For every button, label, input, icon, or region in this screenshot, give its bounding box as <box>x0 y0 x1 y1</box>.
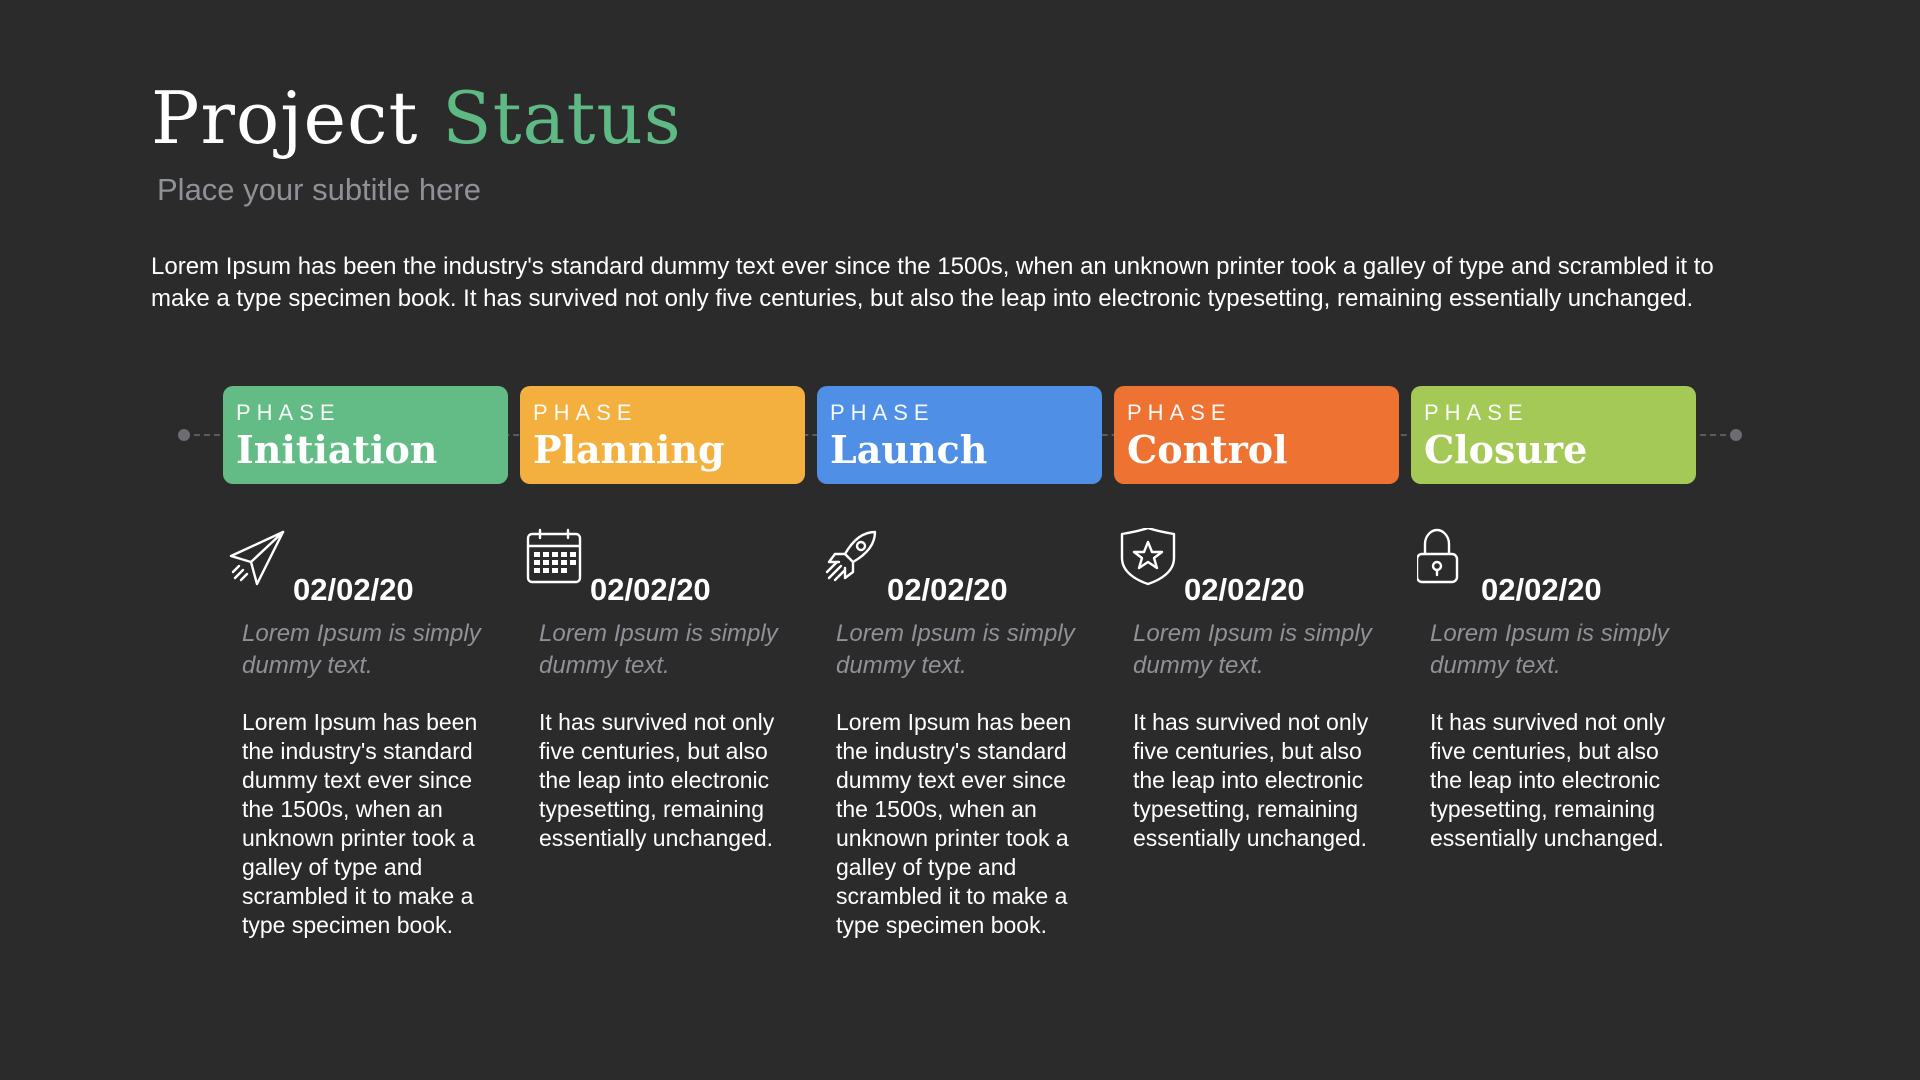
phase-date: 02/02/20 <box>1481 572 1602 607</box>
intro-paragraph: Lorem Ipsum has been the industry's stan… <box>151 253 1714 312</box>
page-subtitle: Place your subtitle here <box>157 172 481 207</box>
title-word-status: Status <box>442 76 682 160</box>
phase-description: Lorem Ipsum has been the industry's stan… <box>836 709 1072 938</box>
phase-tagline: Lorem Ipsum is simply dummy text. <box>1133 620 1372 679</box>
phase-date: 02/02/20 <box>590 572 711 607</box>
timeline-start-dot <box>178 429 190 441</box>
phase-name: Control <box>1127 427 1288 472</box>
phase-date: 02/02/20 <box>293 572 414 607</box>
phase-kicker: PHASE <box>830 400 935 425</box>
phase-tagline: Lorem Ipsum is simply dummy text. <box>539 620 778 679</box>
phase-kicker: PHASE <box>236 400 341 425</box>
page-title: Project Status <box>151 70 682 166</box>
phase-description: It has survived not only five centuries,… <box>1133 709 1369 851</box>
phase-name: Launch <box>830 427 988 472</box>
phase-kicker: PHASE <box>533 400 638 425</box>
phase-description: It has survived not only five centuries,… <box>539 709 775 851</box>
phase-description: Lorem Ipsum has been the industry's stan… <box>242 709 478 938</box>
phase-kicker: PHASE <box>1424 400 1529 425</box>
phase-card-closure: PHASE Closure <box>1411 386 1696 484</box>
phase-card-control: PHASE Control <box>1114 386 1399 484</box>
paper-plane-icon <box>229 530 285 586</box>
phase-tagline: Lorem Ipsum is simply dummy text. <box>836 620 1075 679</box>
phase-card-launch: PHASE Launch <box>817 386 1102 484</box>
rocket-icon <box>825 530 877 582</box>
phase-kicker: PHASE <box>1127 400 1232 425</box>
phase-card-planning: PHASE Planning <box>520 386 805 484</box>
phase-tagline: Lorem Ipsum is simply dummy text. <box>1430 620 1669 679</box>
calendar-icon <box>526 528 582 584</box>
phase-date: 02/02/20 <box>887 572 1008 607</box>
phase-name: Planning <box>533 427 725 472</box>
phase-name: Initiation <box>236 427 438 472</box>
phase-tagline: Lorem Ipsum is simply dummy text. <box>242 620 481 679</box>
padlock-icon <box>1417 528 1459 584</box>
title-word-project: Project <box>151 76 419 160</box>
shield-star-icon <box>1120 528 1176 586</box>
phase-card-initiation: PHASE Initiation <box>223 386 508 484</box>
timeline-end-dot <box>1730 429 1742 441</box>
phase-name: Closure <box>1424 427 1588 472</box>
phase-date: 02/02/20 <box>1184 572 1305 607</box>
phase-description: It has survived not only five centuries,… <box>1430 709 1666 851</box>
